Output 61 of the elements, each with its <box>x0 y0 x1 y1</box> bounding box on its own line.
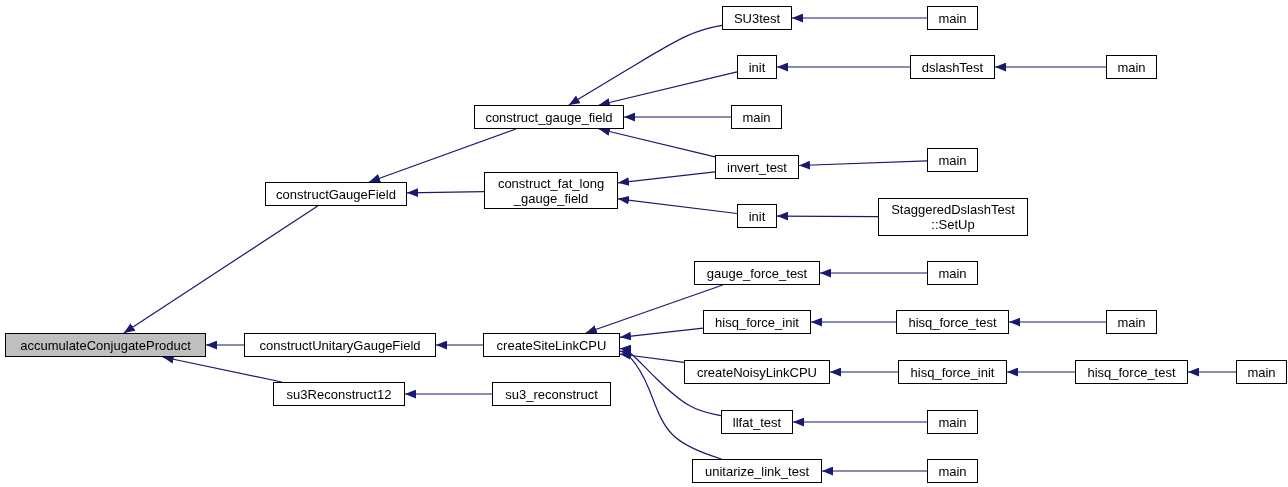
arrow <box>617 171 716 186</box>
function-box: su3_reconstruct <box>492 382 611 406</box>
arrow <box>994 62 1107 72</box>
arrow <box>123 205 319 334</box>
function-box: main <box>927 148 978 172</box>
arrow <box>810 317 897 327</box>
arrow <box>368 128 517 183</box>
arrow <box>819 268 928 278</box>
function-box: unitarize_link_test <box>692 459 822 483</box>
function-box: SU3test <box>722 6 792 30</box>
arrow <box>205 340 245 350</box>
arrow <box>598 71 738 107</box>
arrow <box>598 127 716 158</box>
arrow <box>1006 367 1076 377</box>
function-box: main <box>1106 310 1157 334</box>
function-box: construct_gauge_field <box>474 105 624 129</box>
arrow <box>776 211 879 221</box>
function-box: llfat_test <box>721 410 793 434</box>
function-box: main <box>731 105 782 129</box>
function-box: main <box>927 6 978 30</box>
arrow <box>619 351 685 363</box>
function-box: construct_fat_long _gauge_field <box>484 172 618 209</box>
function-box: StaggeredDslashTest ::SetUp <box>878 198 1028 236</box>
arrow <box>1187 367 1237 377</box>
function-box: main <box>927 459 978 483</box>
arrow <box>617 195 738 215</box>
arrow <box>406 188 485 198</box>
function-box: main <box>1236 360 1287 384</box>
function-box: invert_test <box>715 155 799 179</box>
function-box: gauge_force_test <box>694 261 820 285</box>
function-box: constructGaugeField <box>265 182 407 206</box>
function-box: main <box>927 410 978 434</box>
arrow <box>623 112 732 122</box>
arrow <box>792 417 928 427</box>
function-box: init <box>737 204 777 228</box>
function-box: su3Reconstruct12 <box>273 382 405 406</box>
function-box: createSiteLinkCPU <box>483 333 620 357</box>
arrow <box>776 62 911 72</box>
function-box: constructUnitaryGaugeField <box>244 333 436 357</box>
function-box: main <box>1106 55 1157 79</box>
arrow <box>829 367 899 377</box>
function-box: hisq_force_test <box>896 310 1009 334</box>
function-box: init <box>737 55 777 79</box>
arrow <box>619 347 722 460</box>
function-box: main <box>927 261 978 285</box>
arrow <box>821 466 928 476</box>
arrow <box>404 389 493 399</box>
function-box: dslashTest <box>910 55 995 79</box>
arrow <box>791 13 928 23</box>
function-box: hisq_force_test <box>1075 360 1188 384</box>
arrow <box>568 24 723 106</box>
arrow <box>1008 317 1107 327</box>
function-box: createNoisyLinkCPU <box>684 360 830 384</box>
arrow <box>619 344 722 417</box>
function-box: hisq_force_init <box>703 310 811 334</box>
arrow <box>798 160 928 170</box>
arrow <box>435 340 484 350</box>
arrow <box>619 327 704 341</box>
function-box: hisq_force_init <box>898 360 1007 384</box>
arrow <box>585 284 724 334</box>
highlighted-function-box: accumulateConjugateProduct <box>5 333 206 357</box>
